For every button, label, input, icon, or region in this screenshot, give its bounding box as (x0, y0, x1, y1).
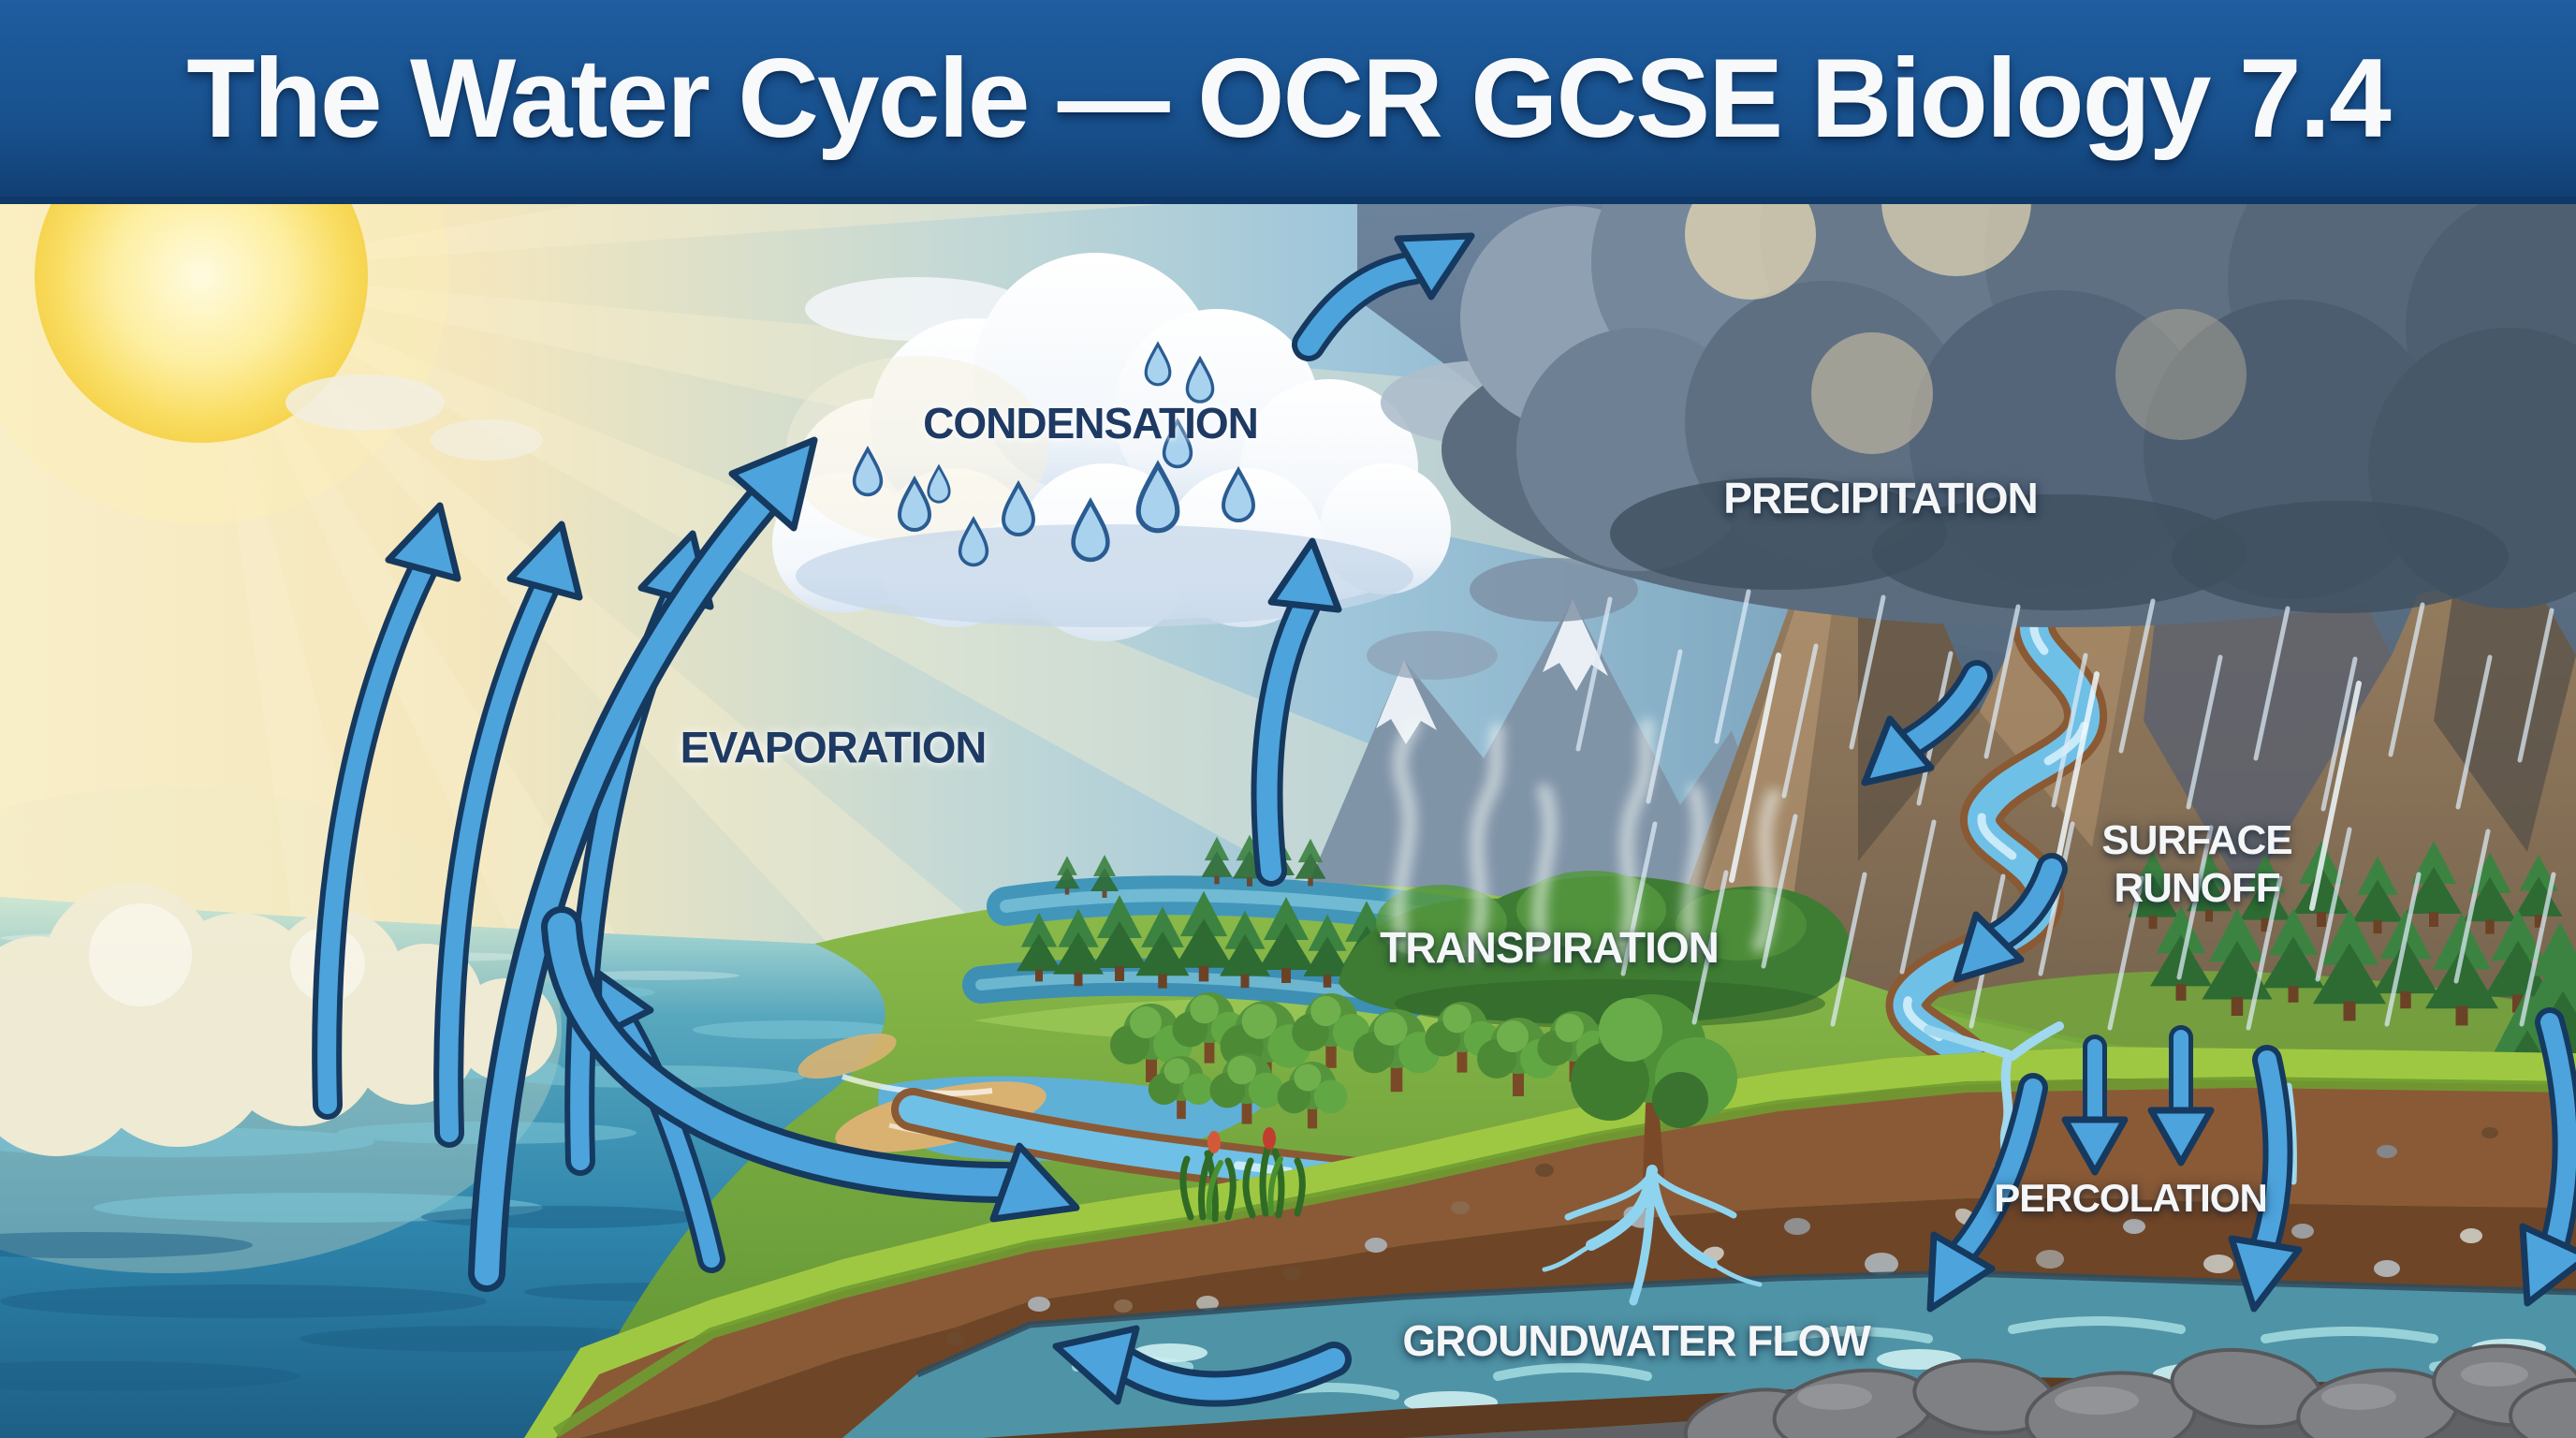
evaporation-arrows (312, 436, 1080, 1292)
label-precipitation: PRECIPITATION (1723, 474, 2038, 522)
condensation-cloud (285, 253, 1676, 680)
transpiration-arrow (1251, 537, 1342, 887)
page-title: The Water Cycle — OCR GCSE Biology 7.4 (186, 36, 2391, 161)
cloud-transport-arrow (1292, 232, 1475, 361)
percolation-arrows (1926, 1007, 2576, 1313)
title-banner: The Water Cycle — OCR GCSE Biology 7.4 (0, 0, 2576, 204)
rain-streaks (1575, 589, 2556, 1031)
label-percolation: PERCOLATION (1994, 1176, 2268, 1220)
soil-cross-section (524, 1021, 2576, 1438)
grass-tufts (1179, 1127, 1306, 1223)
soil-pebbles (945, 1127, 2551, 1345)
groundwater-flow-arrow (1052, 1325, 1352, 1407)
water-roots (1542, 1165, 1763, 1306)
vapor-wisps (1391, 718, 1781, 962)
far-mountains (1282, 599, 1811, 946)
rock-layer (1404, 1343, 2576, 1438)
label-surface-runoff: SURFACE RUNOFF (2101, 816, 2292, 911)
label-transpiration: TRANSPIRATION (1380, 923, 1720, 972)
tree-with-roots (1542, 994, 1763, 1306)
label-condensation: CONDENSATION (923, 399, 1259, 448)
surface-runoff-arrows (1861, 660, 2068, 983)
label-groundwater-flow: GROUNDWATER FLOW (1402, 1316, 1870, 1365)
deciduous-forest (1110, 871, 1852, 1129)
label-evaporation: EVAPORATION (680, 722, 988, 772)
